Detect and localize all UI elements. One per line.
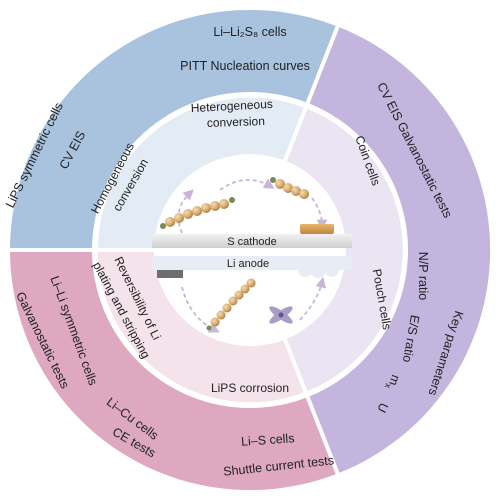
outer-label-pitt: PITT Nucleation curves <box>180 59 310 73</box>
center-disk <box>154 154 346 346</box>
polysulfide-diagonal-chain-icon <box>206 278 256 331</box>
inner-label-heterogeneous-conversion: conversion <box>207 114 265 130</box>
outer-label-li-li2s8: Li–Li₂S₈ cells <box>213 25 286 39</box>
s-cathode-label: S cathode <box>227 236 277 248</box>
catalyst-sheet-icon <box>300 224 334 234</box>
outer-label-np-ratio: N/P ratio <box>416 252 430 300</box>
inner-label-lips-corrosion: LiPS corrosion <box>211 381 289 395</box>
polysulfide-chain-icon <box>160 197 235 229</box>
s-cathode-layer <box>152 234 352 248</box>
outer-label-mx: mx <box>383 372 403 392</box>
li-dendrite-bumps <box>298 262 339 278</box>
outer-label-li-s-cells: Li–S cells <box>241 431 295 449</box>
li-anode-label: Li anode <box>227 258 269 270</box>
polysulfide-short-chain-icon <box>270 177 309 199</box>
inner-label-heterogeneous: Heterogeneous <box>190 97 273 115</box>
metal-block-icon <box>157 270 183 278</box>
x-shaped-crystal-icon <box>269 306 293 324</box>
